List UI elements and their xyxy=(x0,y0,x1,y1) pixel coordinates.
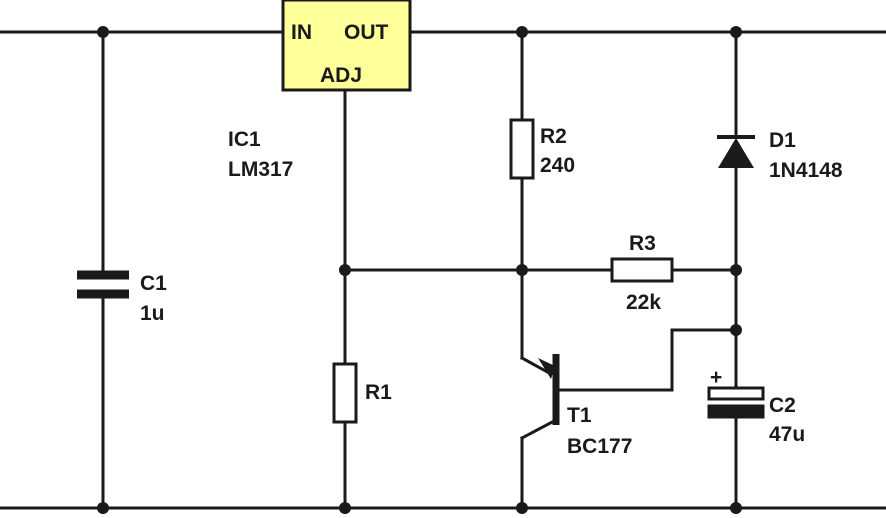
c2-value-label: 47u xyxy=(769,423,805,446)
r2-ref-label: R2 xyxy=(540,125,567,148)
r2-resistor xyxy=(509,30,535,272)
t1-transistor xyxy=(519,268,738,510)
junction-dots xyxy=(97,26,742,514)
r3-resistor xyxy=(610,257,738,283)
ic1-pin-in-label: IN xyxy=(291,21,312,44)
junction-dot xyxy=(97,502,109,514)
junction-dot xyxy=(516,502,528,514)
ic1-lm317: IN OUT ADJ xyxy=(281,0,412,92)
junction-dot xyxy=(516,26,528,38)
ic1-part-label: LM317 xyxy=(228,158,293,181)
d1-ref-label: D1 xyxy=(769,129,796,152)
ic1-body xyxy=(281,0,412,92)
ic1-pin-adj-label: ADJ xyxy=(320,64,362,87)
junction-dot xyxy=(339,502,351,514)
d1-diode xyxy=(717,30,755,390)
junction-dot xyxy=(730,26,742,38)
c1-ref-label: C1 xyxy=(140,272,167,295)
r3-ref-label: R3 xyxy=(629,232,656,255)
c2-capacitor xyxy=(707,386,765,510)
junction-dot xyxy=(97,26,109,38)
r2-value-label: 240 xyxy=(540,154,575,177)
t1-part-label: BC177 xyxy=(567,435,632,458)
r3-value-label: 22k xyxy=(626,291,661,314)
junction-dot xyxy=(730,264,742,276)
junction-dot xyxy=(730,502,742,514)
junction-dot xyxy=(339,264,351,276)
ic1-pin-out-label: OUT xyxy=(344,21,389,44)
d1-part-label: 1N4148 xyxy=(769,159,843,182)
c2-polarity-label: + xyxy=(710,366,722,389)
junction-dot xyxy=(730,324,742,336)
c1-value-label: 1u xyxy=(140,302,165,325)
c2-ref-label: C2 xyxy=(769,394,796,417)
c1-capacitor xyxy=(77,30,129,510)
r1-ref-label: R1 xyxy=(365,381,392,404)
junction-dot xyxy=(516,264,528,276)
ic1-ref-label: IC1 xyxy=(228,128,261,151)
t1-ref-label: T1 xyxy=(567,404,592,427)
r1-resistor xyxy=(332,88,358,510)
